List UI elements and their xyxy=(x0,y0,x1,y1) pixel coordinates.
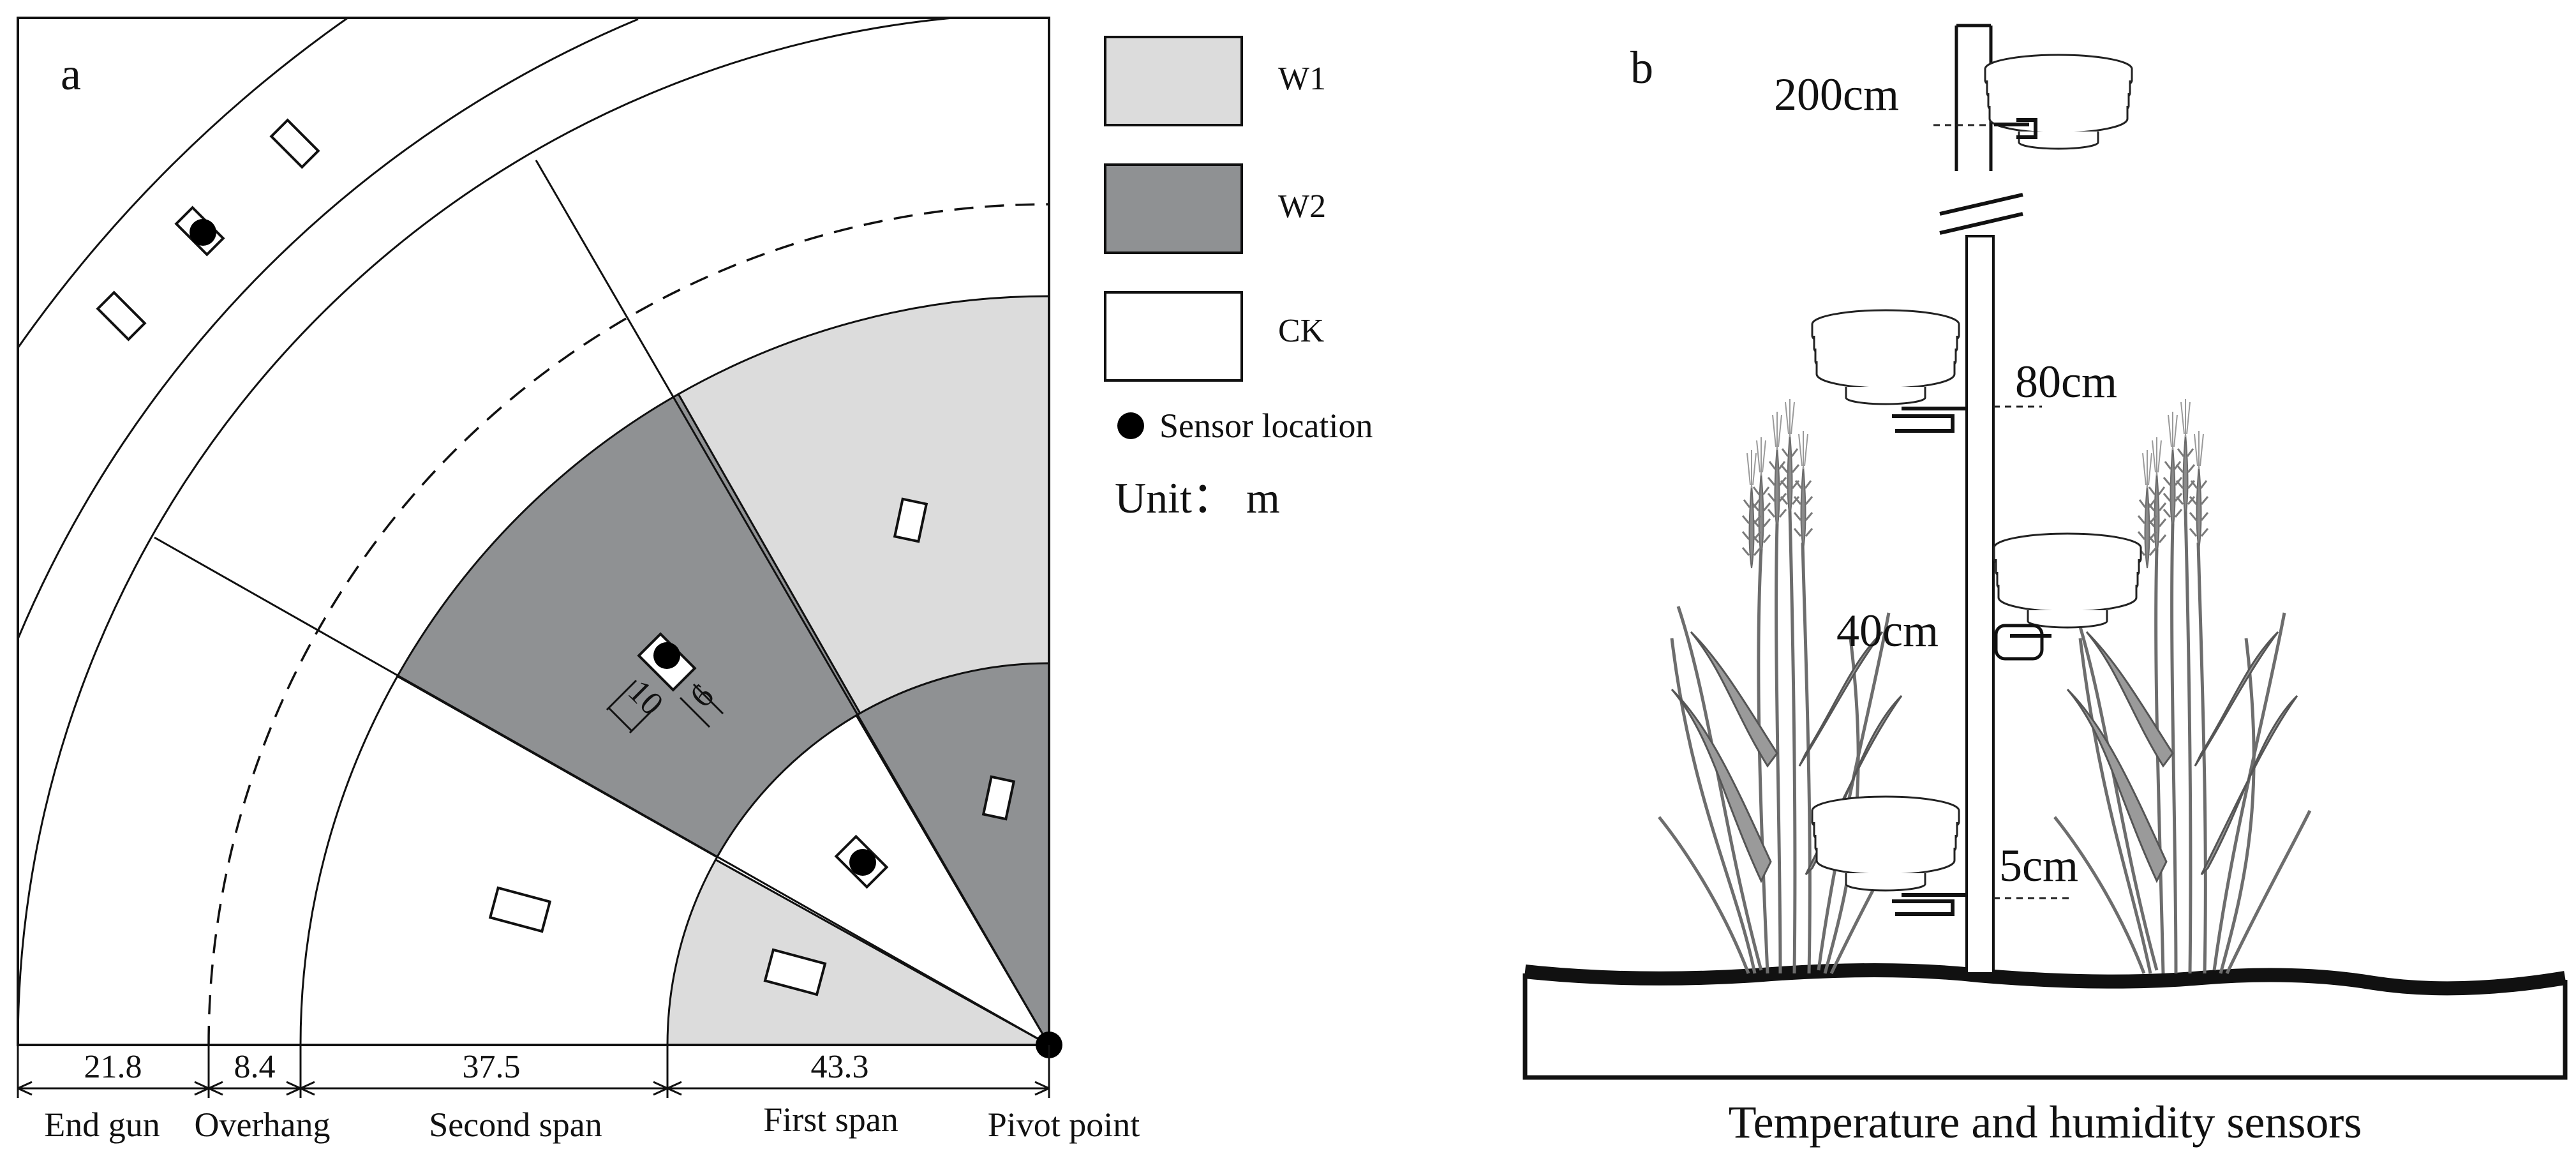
legend-swatch-ck xyxy=(1104,291,1243,382)
label-pivot-point: Pivot point xyxy=(988,1106,1140,1144)
overhang-dashed-arc xyxy=(207,203,1049,1045)
radiation-shield-40cm xyxy=(1993,532,2142,661)
legend-label-w1: W1 xyxy=(1278,61,1326,97)
legend-label-ck: CK xyxy=(1278,313,1325,349)
height-label-200cm: 200cm xyxy=(1774,69,1899,120)
wheat-plant-right xyxy=(2053,398,2312,975)
sensor-dot xyxy=(190,219,216,246)
panel-b-letter: b xyxy=(1630,42,1653,93)
height-label-40cm: 40cm xyxy=(1836,605,1939,656)
end-gun-arc-outer xyxy=(18,18,348,349)
quarter-circle-field xyxy=(18,18,1049,1045)
sampling-plot xyxy=(981,775,1016,821)
first-span-circle xyxy=(666,662,1049,1045)
panel-a-frame xyxy=(17,17,1050,1046)
legend-label-sensor: Sensor location xyxy=(1159,407,1373,445)
end-gun-arc-middle xyxy=(18,18,639,640)
panel-b-caption: Temperature and humidity sensors xyxy=(1729,1097,2362,1148)
sector-ck-first-span xyxy=(714,714,1049,1045)
height-label-5cm: 5cm xyxy=(1999,840,2078,891)
scale-value-second-span: 37.5 xyxy=(463,1049,521,1085)
soil-block xyxy=(1523,973,2568,1080)
divider-line-upper xyxy=(535,160,1049,1045)
divider-line-lower xyxy=(154,536,1049,1045)
height-markers xyxy=(1933,124,2074,899)
sampling-plot xyxy=(96,290,147,342)
scale-value-end-gun: 21.8 xyxy=(84,1049,142,1085)
radiation-shield-80cm xyxy=(1811,309,1967,433)
sector-w1-first-span xyxy=(666,858,1049,1045)
sampling-plot xyxy=(763,948,827,996)
scale-value-first-span: 43.3 xyxy=(811,1049,869,1085)
legend-swatch-w2 xyxy=(1104,163,1243,254)
panel-b: b xyxy=(1523,24,2568,1148)
end-gun-inner-arc xyxy=(18,18,964,1045)
legend-unit: Unit： m xyxy=(1115,474,1280,522)
scale-value-overhang: 8.4 xyxy=(234,1049,276,1085)
radiation-shield-5cm xyxy=(1811,795,1967,916)
legend-sensor-dot xyxy=(1117,412,1144,439)
radiation-shield-200cm xyxy=(1984,54,2133,150)
sampling-plot xyxy=(269,118,320,169)
sampling-plot xyxy=(488,886,552,933)
legend-swatch-w1 xyxy=(1104,36,1243,126)
plot-dimension-lines xyxy=(606,679,724,734)
soil-surface xyxy=(1524,963,2566,996)
label-first-span: First span xyxy=(763,1100,898,1139)
legend-label-w2: W2 xyxy=(1278,188,1326,225)
height-label-80cm: 80cm xyxy=(2015,356,2117,407)
scale-bar xyxy=(17,1045,1050,1098)
sensor-dots xyxy=(190,219,876,876)
sector-w2-first-span xyxy=(854,662,1049,1045)
label-end-gun: End gun xyxy=(44,1106,160,1144)
sensor-dot xyxy=(849,849,876,876)
label-overhang: Overhang xyxy=(195,1106,331,1144)
panel-a: a 10 6 21.8 8.4 37.5 43.3 End gun Overha… xyxy=(17,17,1373,1144)
panel-a-letter: a xyxy=(61,49,81,100)
legend: W1 W2 CK Sensor location Unit： m xyxy=(1104,36,1373,522)
label-second-span: Second span xyxy=(429,1106,602,1144)
sensor-dot xyxy=(653,642,680,669)
sensor-pole xyxy=(1939,24,2023,975)
sampling-plot xyxy=(893,497,928,543)
